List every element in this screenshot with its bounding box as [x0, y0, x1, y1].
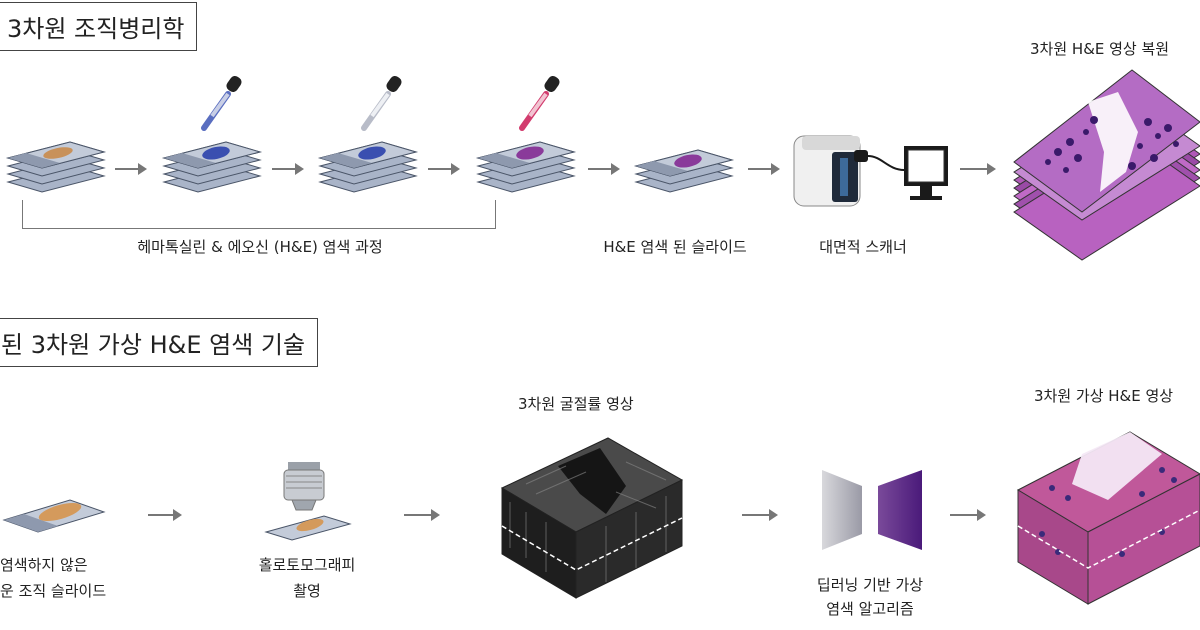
- holotomography-label-1: 홀로토모그래피: [258, 556, 356, 574]
- scanner-icon: [793, 135, 948, 207]
- arrow-10: [950, 509, 986, 521]
- 3d-he-stack-image: [1013, 69, 1200, 261]
- virtual-he-label: 3차원 가상 H&E 영상: [1034, 387, 1174, 405]
- 3d-he-result-label: 3차원 H&E 영상 복원: [1030, 40, 1170, 58]
- stained-slide-label: H&E 염색 된 슬라이드: [603, 238, 747, 256]
- deep-learning-network-icon: [822, 470, 922, 550]
- ri-volume-image: [500, 437, 684, 599]
- section1-title: 3차원 조직병리학: [7, 15, 185, 43]
- dl-algorithm-label-2: 염색 알고리즘: [826, 600, 914, 618]
- arrow-7: [148, 509, 182, 521]
- arrow-5: [748, 163, 780, 175]
- section2-title-box: 된 3차원 가상 H&E 염색 기술: [0, 318, 319, 367]
- unstained-slide-label-1: 염색하지 않은: [0, 556, 88, 574]
- virtual-he-volume-image: [1016, 431, 1200, 605]
- section2-title-prefix: 된: [1, 331, 24, 359]
- section1-title-box: 3차원 조직병리학: [0, 2, 198, 51]
- arrow-6: [960, 163, 996, 175]
- staining-process-bracket: [22, 200, 496, 229]
- slide-stack-eosin: [476, 141, 576, 193]
- ri-volume-label: 3차원 굴절률 영상: [518, 395, 634, 413]
- dropper-eosin-icon: [519, 75, 560, 131]
- arrow-3: [428, 163, 460, 175]
- unstained-slide-label-2: 운 조직 슬라이드: [0, 582, 107, 600]
- slide-stack-hematoxylin: [162, 141, 262, 193]
- dropper-water-icon: [361, 75, 402, 131]
- arrow-4: [588, 163, 620, 175]
- arrow-1: [115, 163, 147, 175]
- dropper-hematoxylin-icon: [201, 75, 242, 131]
- arrow-9: [742, 509, 778, 521]
- slide-stack-rinse: [318, 141, 418, 193]
- staining-process-label: 헤마톡실린 & 에오신 (H&E) 염색 과정: [137, 238, 383, 256]
- scanner-label: 대면적 스캐너: [819, 238, 907, 256]
- holotomography-label-2: 촬영: [293, 582, 321, 600]
- holotomography-objective-icon: [264, 462, 352, 541]
- slide-stack-unstained: [6, 141, 106, 193]
- arrow-8: [404, 509, 440, 521]
- section2-title: 3차원 가상 H&E 염색 기술: [30, 331, 306, 359]
- slide-stack-stained: [634, 149, 734, 193]
- arrow-2: [272, 163, 304, 175]
- dl-algorithm-label-1: 딥러닝 기반 가상: [816, 576, 924, 594]
- unstained-slide-image: [2, 499, 106, 533]
